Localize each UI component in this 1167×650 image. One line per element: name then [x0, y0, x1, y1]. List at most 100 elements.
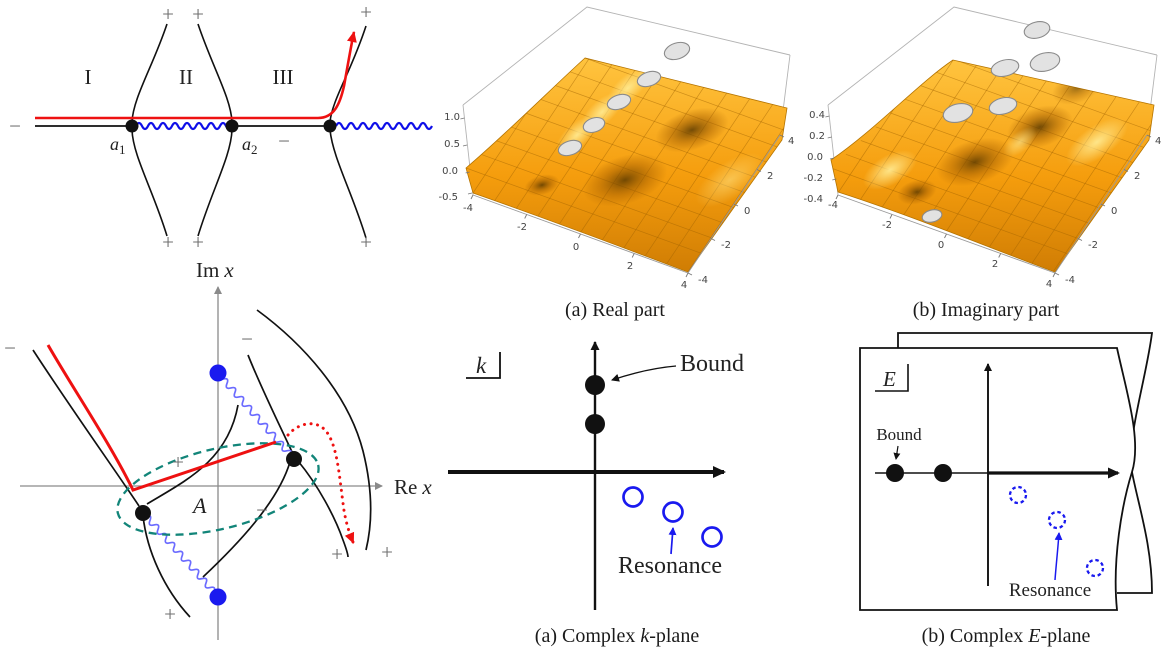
- region-label-III: III: [273, 65, 294, 89]
- caption-imag-part: (b) Imaginary part: [805, 299, 1167, 322]
- re-x-var: x: [421, 475, 432, 499]
- caption-e-post: -plane: [1040, 625, 1091, 647]
- stokes-curve-outer-right: [256, 309, 372, 551]
- bound-state-pole-1: [585, 375, 605, 395]
- pole-cap: [582, 116, 606, 134]
- bound-arrow: [893, 445, 901, 460]
- bound-label: Bound: [876, 425, 922, 444]
- x-tick: 2: [992, 259, 998, 270]
- pole-cap: [990, 58, 1020, 78]
- branch-cut-lower: [145, 514, 216, 593]
- caption-e-pre: (b) Complex: [921, 625, 1029, 647]
- im-word: Im: [196, 258, 219, 282]
- mid-highlight: [1003, 127, 1037, 157]
- resonance-pole-1: [1008, 485, 1028, 505]
- caption-e-plane: (b) Complex E-plane: [828, 625, 1167, 648]
- resonance-arrow: [1054, 532, 1063, 581]
- surface-well-3: [897, 179, 937, 205]
- z-tick: 0.0: [442, 166, 458, 177]
- plus-sign: +: [192, 2, 204, 26]
- z-tick: -0.4: [803, 194, 823, 205]
- minus-sign: −: [278, 129, 290, 153]
- resonance-pole-1: [622, 486, 644, 508]
- pole-cap: [921, 209, 943, 223]
- panel-plot3d-real: 1.0 0.5 0.0 -0.5 -4 -2 0 2 4 -4 -2 0 2 4…: [430, 0, 800, 322]
- pole-caps: [557, 41, 691, 157]
- k-plane-svg: k Bound Resonance: [448, 341, 744, 610]
- x-tick: 0: [573, 242, 579, 253]
- left-highlight: [862, 150, 918, 190]
- x-tick: 4: [681, 280, 687, 291]
- plus-sign: +: [331, 542, 343, 566]
- pole-cap: [988, 96, 1018, 116]
- stokes-curve-into-tp2: [247, 354, 293, 453]
- panel-e-plane: E Bound Resonance (b) Complex E-plane: [828, 328, 1167, 648]
- branch-cut-upper-wave: [222, 377, 293, 456]
- plus-sign: +: [381, 540, 393, 564]
- x-tick: 0: [938, 240, 944, 251]
- caption-k-pre: (a) Complex: [534, 625, 641, 647]
- im-x-var: x: [223, 258, 234, 282]
- y-tick: 0: [1111, 206, 1117, 217]
- stokes-curve-tp1-hook: [146, 404, 239, 505]
- stokes-upper-svg: I II III a1 a2 + + + + + + − −: [9, 0, 433, 254]
- resonance-pole-2: [1047, 510, 1067, 530]
- panel-plot3d-imag: 0.4 0.2 0.0 -0.2 -0.4 -4 -2 0 2 4 -4 -2 …: [795, 0, 1167, 322]
- plus-sign: +: [360, 230, 372, 254]
- axis-ticks: [460, 117, 785, 278]
- caption-e-var: E: [1028, 625, 1041, 647]
- pole-caps: [921, 21, 1061, 223]
- turning-point-a1: [125, 119, 139, 133]
- pole-cap: [1029, 51, 1061, 73]
- plus-sign: +: [360, 0, 372, 24]
- e-label-frame: [875, 364, 909, 392]
- caption-imag-text: (b) Imaginary part: [912, 299, 1060, 321]
- pole-cap: [942, 102, 974, 124]
- a1-subscript: 1: [119, 142, 126, 157]
- z-tick: 1.0: [444, 112, 460, 123]
- branch-cut-right: [335, 121, 433, 131]
- minus-sign: −: [241, 327, 253, 351]
- surface-well-1: [582, 153, 668, 207]
- k-plane-label: k: [476, 353, 487, 378]
- y-tick: 4: [1155, 136, 1161, 147]
- bound-state-pole-2: [585, 414, 605, 434]
- e-plane-svg: E Bound Resonance: [859, 332, 1154, 611]
- stokes-curve-upper-left: [32, 349, 140, 507]
- first-sheet: [859, 347, 1137, 611]
- stokes-curve-tp1-down: [142, 515, 191, 618]
- plus-sign: +: [192, 230, 204, 254]
- caption-real-part: (a) Real part: [430, 299, 800, 322]
- z-tick: 0.2: [809, 131, 825, 142]
- z-tick: -0.2: [803, 173, 823, 184]
- pole-cap: [663, 41, 691, 61]
- a1-label: a1: [110, 134, 126, 157]
- y-tick: -2: [721, 240, 731, 251]
- contour-A-label: A: [191, 493, 207, 518]
- pole-upper: [209, 364, 227, 382]
- contour-A-ellipse: [116, 442, 320, 536]
- bound-arrow: [611, 365, 677, 382]
- caption-k-plane: (a) Complex k-plane: [430, 625, 760, 648]
- z-tick: 0.0: [807, 152, 823, 163]
- panel-stokes-upper: I II III a1 a2 + + + + + + − −: [0, 0, 440, 258]
- x-tick: -2: [517, 222, 527, 233]
- caption-k-var: k: [640, 625, 650, 647]
- a1-base: a: [110, 134, 119, 154]
- region-label-II: II: [179, 65, 193, 89]
- y-tick: 2: [767, 171, 773, 182]
- k-label-frame: [466, 352, 501, 379]
- surface-well-3: [524, 174, 560, 196]
- stokes-curve-tp2-downleft: [202, 461, 291, 578]
- bound-state-pole-1: [886, 464, 904, 482]
- turning-point-right: [323, 119, 337, 133]
- bound-state-pole-2: [934, 464, 952, 482]
- y-tick: 4: [788, 136, 794, 147]
- minus-sign: −: [256, 498, 268, 522]
- y-tick: -4: [1065, 275, 1075, 286]
- e-plane-label: E: [882, 367, 896, 391]
